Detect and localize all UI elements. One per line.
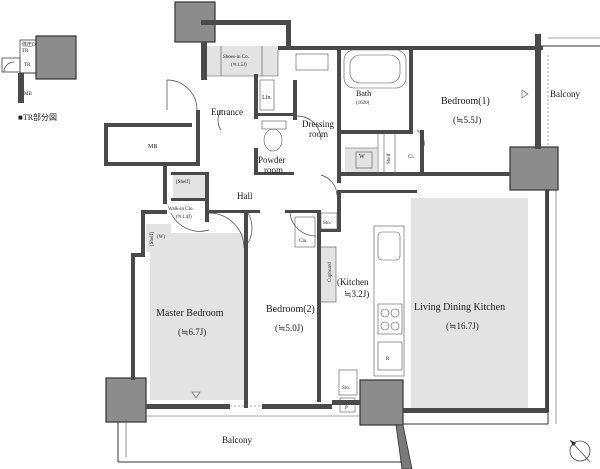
shoes-in-size: (≒1.5J) <box>231 62 247 68</box>
balcony-bottom-label: Balcony <box>222 435 252 445</box>
entrance-label: Entrance <box>211 107 243 117</box>
closet-small-label: Cl. <box>408 155 414 160</box>
ldk-size: (≒16.7J) <box>446 321 479 331</box>
bedroom1-size: (≒5.5J) <box>453 115 481 125</box>
window-marker-icon <box>521 89 529 99</box>
door-swings <box>166 79 425 249</box>
bedroom2-size: (≒5.0J) <box>275 323 303 333</box>
compass-icon <box>569 439 591 463</box>
pipe-space-label: P <box>345 406 348 411</box>
ldk-floor <box>411 198 528 408</box>
walkin-side-shelf-label: [Shelf] <box>150 232 155 246</box>
shoes-in-label: Shoes-in Co. <box>223 55 249 60</box>
cupboard-floor <box>320 247 336 302</box>
master-bedroom-size: (≒6.7J) <box>178 327 206 337</box>
linen-label: Lin. <box>262 95 272 101</box>
walkin-size: (≒1.4J) <box>176 214 192 220</box>
storage-top-label: Sto. <box>323 221 331 226</box>
master-bedroom-floor <box>150 233 244 400</box>
laundry-label: W <box>359 154 365 160</box>
walkin-shelf-label: [Shelf] <box>176 180 190 185</box>
bedroom2-label: Bedroom(2) <box>266 304 315 315</box>
shelf-small-label: Shelf <box>387 153 392 164</box>
mb-label: MB <box>148 144 157 150</box>
inset-caption: ■TR部分図 <box>18 112 57 122</box>
thin-lines <box>117 37 600 463</box>
hall-label: Hall <box>237 191 253 201</box>
kitchen-label: (Kitchen <box>337 277 369 287</box>
pillar-right <box>509 146 559 191</box>
kitchen-size: ≒3.2J) <box>344 289 369 299</box>
bedroom1-label: Bedroom(1) <box>441 96 490 107</box>
balcony-right-label: Balcony <box>550 89 580 99</box>
ldk-label: Living Dining Kitchen <box>414 302 505 313</box>
walls <box>104 20 549 413</box>
inset-mb-label: MB <box>24 92 32 97</box>
walkin-w-label: (W) <box>157 235 165 240</box>
walkin-shelf-floor <box>173 175 206 199</box>
closet-label: Clo. <box>299 239 307 244</box>
pillar-bottom-left <box>105 377 147 423</box>
window-marker-icon <box>191 391 201 399</box>
walkin-label: Walk-in Clo. <box>168 207 194 212</box>
master-bedroom-label: Master Bedroom <box>156 308 224 319</box>
bath-size: (1620) <box>356 101 370 106</box>
shoes-in-floor <box>207 46 278 76</box>
bath-label: Bath <box>356 89 371 98</box>
pillar-bottom-center <box>359 379 404 426</box>
cupboard-label: Cupboard <box>328 262 333 282</box>
inset-tr-label: TR <box>24 63 31 68</box>
refrigerator-label: R <box>386 357 390 362</box>
storage-bottom-label: Sto. <box>342 386 350 391</box>
